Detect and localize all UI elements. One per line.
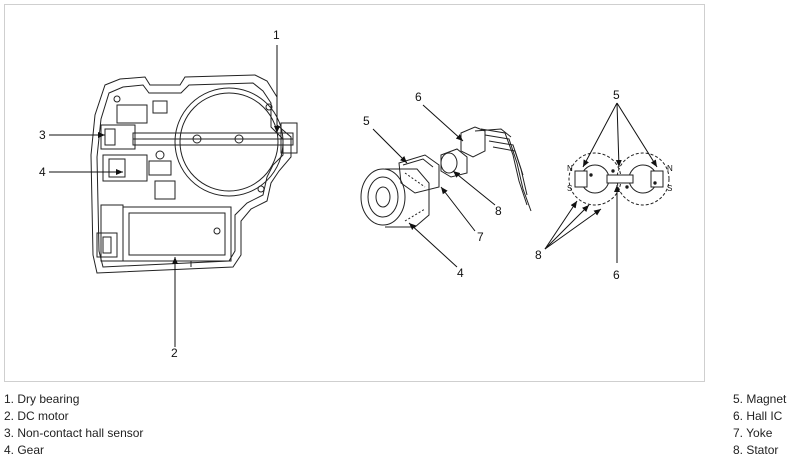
legend-item-dc-motor: 2. DC motor (4, 409, 69, 423)
pole-n-left: N (567, 164, 573, 173)
callout-5-right: 5 (613, 88, 620, 102)
callout-7: 7 (477, 230, 484, 244)
legend-item-hall-sensor: 3. Non-contact hall sensor (4, 426, 144, 440)
legend-item-hall-ic: 6. Hall IC (733, 409, 783, 423)
pole-n-right: N (667, 164, 673, 173)
throttle-body-drawing (90, 74, 298, 274)
diagram-canvas: 1 3 4 2 (39, 28, 673, 360)
legend-left: 1. Dry bearing 2. DC motor 3. Non-contac… (4, 391, 143, 459)
legend-item-magnet: 5. Magnet (733, 392, 787, 406)
legend-item-yoke: 7. Yoke (733, 426, 773, 440)
left-callouts (49, 45, 280, 347)
diagram-frame: 1 3 4 2 (4, 4, 705, 382)
callout-5-middle: 5 (363, 114, 370, 128)
legend-right: 5. Magnet 6. Hall IC 7. Yoke 8. Stator (733, 391, 786, 459)
callout-4-middle: 4 (457, 266, 464, 280)
right-callouts (544, 102, 658, 263)
callout-4-left: 4 (39, 165, 46, 179)
flux-schematic-drawing (568, 152, 670, 206)
callout-2: 2 (171, 346, 178, 360)
callout-6-middle: 6 (415, 90, 422, 104)
middle-callouts (372, 104, 496, 268)
pole-s-left: S (567, 184, 572, 193)
legend-item-gear: 4. Gear (4, 443, 45, 457)
callout-8-middle: 8 (495, 204, 502, 218)
callout-6-right: 6 (613, 268, 620, 282)
legend-item-stator: 8. Stator (733, 443, 779, 457)
legend-item-dry-bearing: 1. Dry bearing (4, 392, 80, 406)
callout-3: 3 (39, 128, 46, 142)
callout-1: 1 (273, 28, 280, 42)
exploded-parts-drawing (360, 126, 532, 228)
callout-8-right: 8 (535, 248, 542, 262)
pole-s-right: S (667, 184, 672, 193)
